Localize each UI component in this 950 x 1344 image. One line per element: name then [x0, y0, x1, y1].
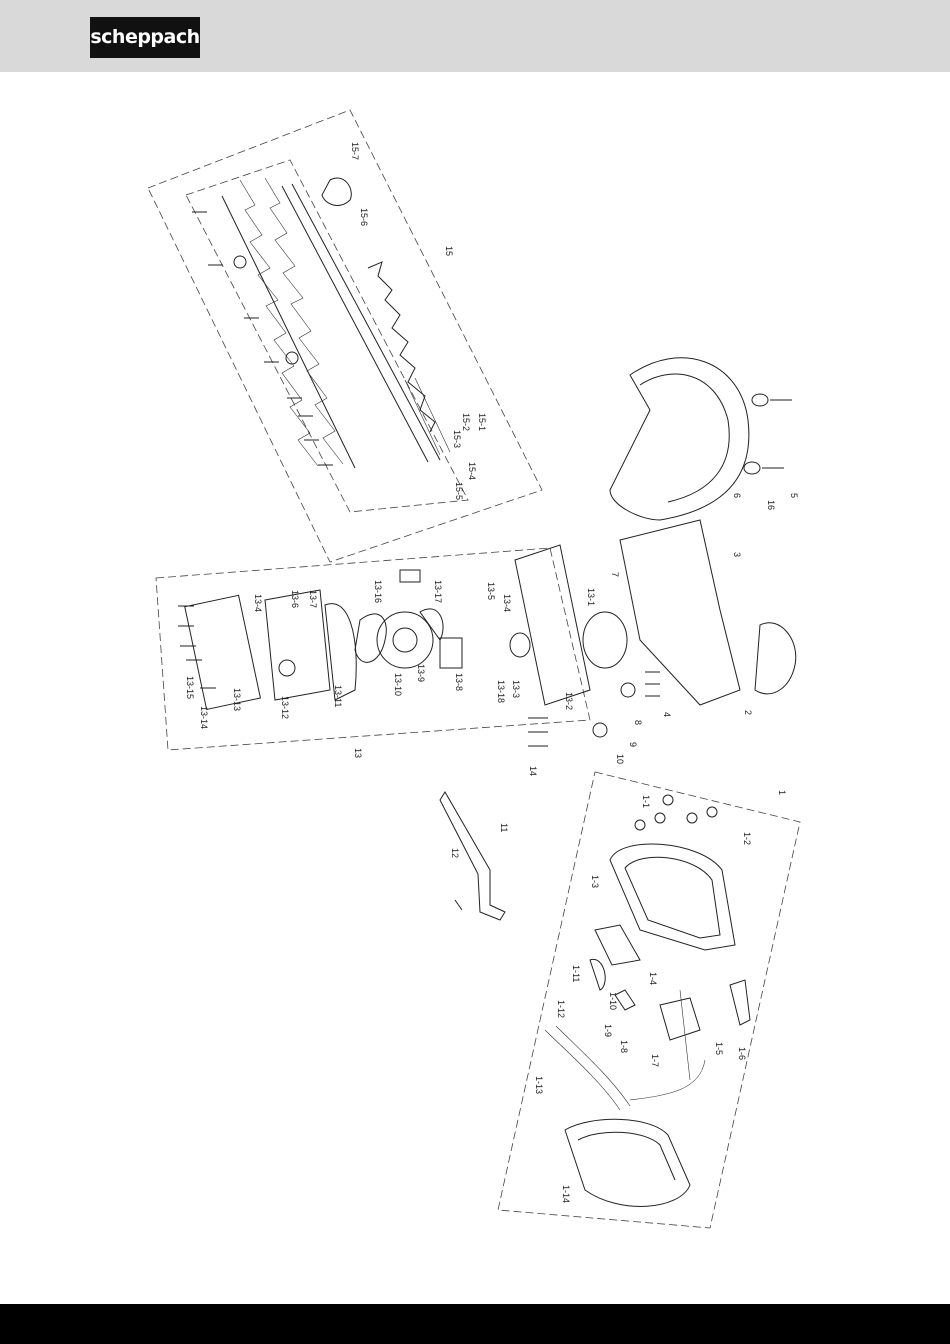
label-4: 4 — [662, 712, 672, 717]
label-12: 12 — [450, 848, 460, 858]
label-13-12: 13-12 — [280, 696, 290, 719]
label-13-18: 13-18 — [496, 680, 506, 703]
label-1-8: 1-8 — [619, 1040, 629, 1053]
label-14: 14 — [528, 766, 538, 776]
label-11: 11 — [499, 823, 509, 832]
label-1-4: 1-4 — [648, 972, 658, 985]
label-13-14: 13-14 — [199, 706, 209, 729]
label-1-12: 1-12 — [556, 1000, 566, 1018]
label-1-7: 1-7 — [650, 1054, 660, 1067]
group-1-frame — [498, 772, 800, 1228]
label-1-1: 1-1 — [641, 795, 651, 808]
label-15-3: 15-3 — [452, 430, 462, 448]
label-5: 5 — [789, 493, 799, 498]
group-13-frame — [156, 548, 590, 750]
brand-logo: scheppach — [90, 17, 200, 58]
label-10: 10 — [615, 754, 625, 764]
label-16: 16 — [766, 500, 776, 510]
label-15-5: 15-5 — [454, 482, 464, 500]
exploded-parts-diagram: 15 13 1 15-7 15-6 15-1 15-2 15-3 15-4 15… — [0, 72, 950, 1304]
tube-assembly — [440, 792, 505, 920]
blade-assembly — [222, 178, 450, 468]
label-1-13: 1-13 — [534, 1076, 544, 1094]
label-2: 2 — [743, 710, 753, 715]
label-3: 3 — [732, 552, 742, 557]
label-15-4: 15-4 — [467, 462, 477, 480]
label-13-3: 13-3 — [511, 680, 521, 698]
label-1-3: 1-3 — [590, 875, 600, 888]
label-1-14: 1-14 — [561, 1185, 571, 1203]
label-13-8: 13-8 — [454, 673, 464, 691]
label-13-17: 13-17 — [433, 580, 443, 603]
label-13-7: 13-7 — [308, 590, 318, 608]
label-8: 8 — [633, 720, 643, 725]
page-footer-bar — [0, 1304, 950, 1344]
page-header: scheppach — [0, 0, 950, 72]
label-15-6: 15-6 — [359, 208, 369, 226]
label-13-15: 13-15 — [185, 676, 195, 699]
label-13-9: 13-9 — [416, 664, 426, 682]
group-15-frame — [148, 110, 542, 562]
label-13-4b: 13-4 — [253, 594, 263, 612]
label-13-5: 13-5 — [486, 582, 496, 600]
label-13-10: 13-10 — [393, 673, 403, 696]
front-handle-assembly — [593, 358, 796, 737]
label-13-13: 13-13 — [232, 688, 242, 711]
label-1-10: 1-10 — [608, 992, 618, 1010]
blade-screws — [192, 212, 333, 465]
label-6: 6 — [732, 493, 742, 498]
label-13-4: 13-4 — [502, 594, 512, 612]
label-1-2: 1-2 — [742, 832, 752, 845]
label-1-9: 1-9 — [603, 1024, 613, 1037]
label-9: 9 — [628, 742, 638, 747]
label-1-6: 1-6 — [737, 1047, 747, 1060]
label-13-2: 13-2 — [564, 692, 574, 710]
label-13-1: 13-1 — [586, 588, 596, 606]
label-1-5: 1-5 — [714, 1042, 724, 1055]
group-label-13: 13 — [353, 748, 363, 758]
gearbox-parts — [185, 545, 627, 709]
label-7: 7 — [610, 572, 620, 577]
label-1-11: 1-11 — [571, 965, 581, 982]
label-15-2: 15-2 — [461, 413, 471, 431]
label-13-16: 13-16 — [373, 580, 383, 603]
gearbox-screws — [178, 606, 548, 746]
label-15-1: 15-1 — [477, 413, 487, 431]
label-13-6: 13-6 — [290, 590, 300, 608]
rear-handle-parts — [545, 844, 750, 1206]
group-label-15: 15 — [444, 246, 454, 256]
group-label-1: 1 — [777, 790, 787, 795]
label-13-11: 13-11 — [333, 685, 343, 707]
group-15-inner-frame — [186, 160, 468, 512]
label-15-7: 15-7 — [350, 142, 360, 160]
